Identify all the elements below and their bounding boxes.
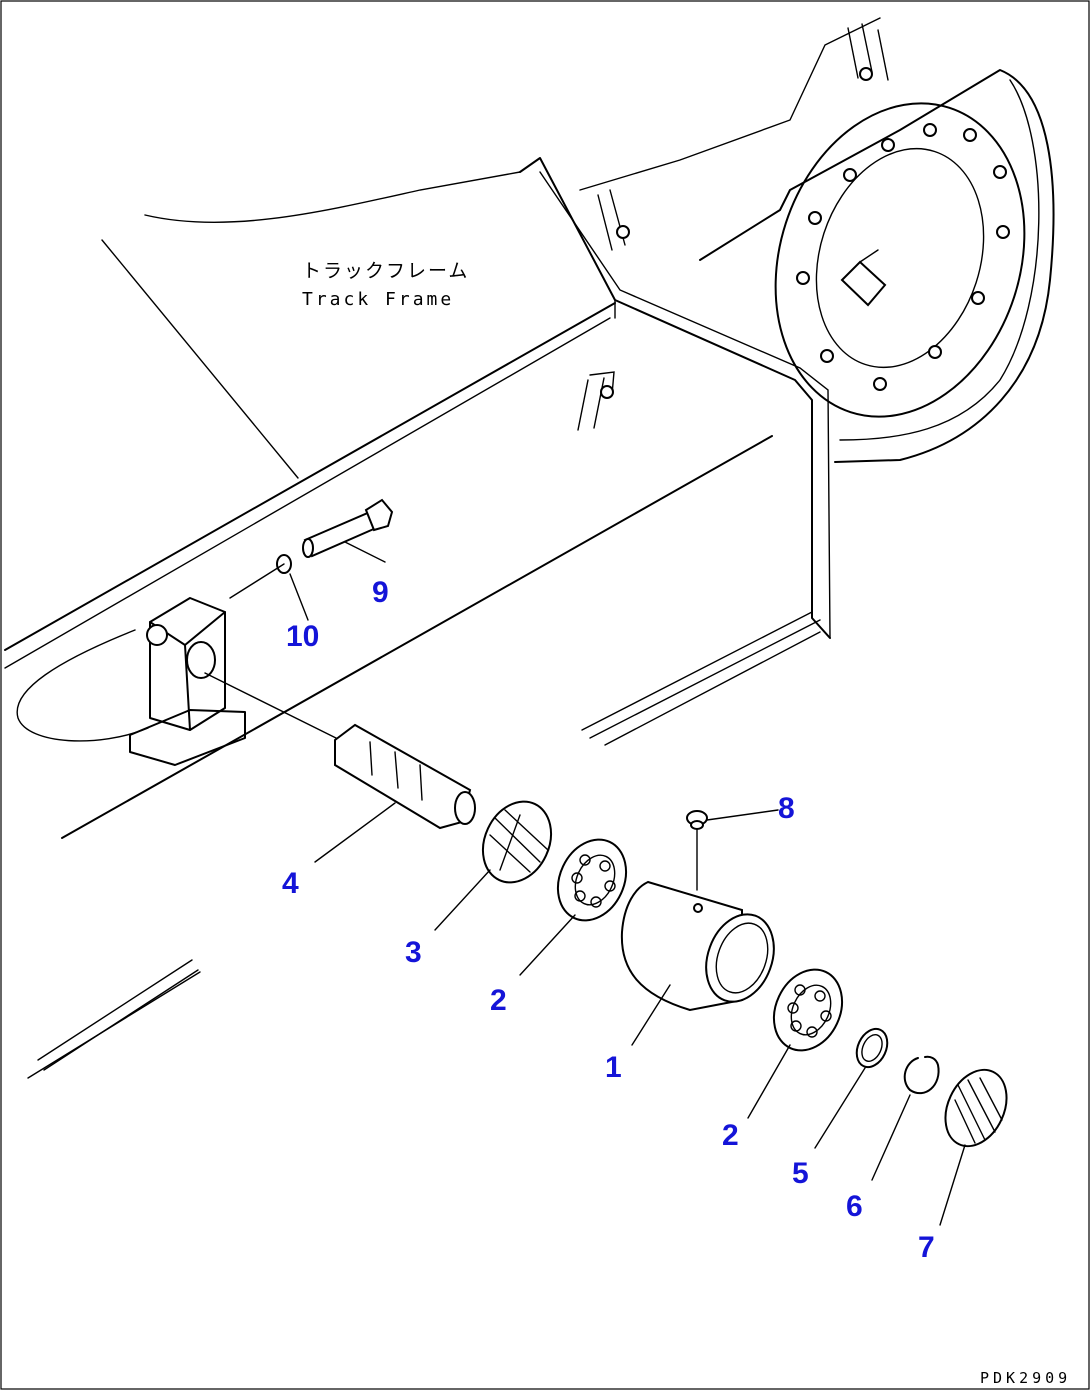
bracket-cable bbox=[16, 629, 149, 742]
frame-bracket-top bbox=[847, 23, 889, 81]
frame-end-plate-outline bbox=[519, 157, 831, 639]
drawing-code: PDK2909 bbox=[980, 1369, 1071, 1387]
callout-7: 7 bbox=[918, 1231, 935, 1264]
leader-3 bbox=[434, 869, 491, 931]
housing-rim-line bbox=[839, 79, 1040, 441]
grease-fitting bbox=[686, 810, 708, 891]
housing-flange bbox=[774, 102, 1026, 418]
frame-lower-right-a bbox=[581, 611, 813, 731]
frame-end-plate-inner bbox=[539, 171, 831, 639]
seal bbox=[481, 800, 553, 884]
callout-2b: 2 bbox=[722, 1119, 739, 1152]
grease-hole bbox=[693, 903, 703, 913]
housing-bolt-holes bbox=[796, 123, 1010, 391]
snap-ring bbox=[903, 1055, 940, 1095]
roller bbox=[620, 880, 775, 1012]
leader-8 bbox=[706, 809, 779, 821]
callout-6: 6 bbox=[846, 1190, 863, 1223]
housing-outer-ring bbox=[699, 69, 1055, 463]
frame-lower-right-c bbox=[604, 631, 821, 746]
leader-1 bbox=[631, 984, 671, 1046]
callout-4: 4 bbox=[282, 867, 299, 900]
callout-2a: 2 bbox=[490, 984, 507, 1017]
frame-rear-edge bbox=[579, 17, 881, 191]
leader-6 bbox=[871, 1094, 911, 1181]
callout-10: 10 bbox=[286, 620, 319, 653]
bolt bbox=[302, 498, 394, 558]
leader-lines bbox=[289, 541, 966, 1226]
leader-7 bbox=[939, 1144, 966, 1226]
bearing-right bbox=[772, 968, 844, 1052]
housing-center-plug bbox=[840, 260, 887, 307]
track-frame bbox=[4, 17, 889, 1079]
frame-label-en: Track Frame bbox=[302, 289, 454, 310]
retaining-ring bbox=[855, 1027, 889, 1069]
frame-bracket-side bbox=[577, 371, 615, 431]
callout-8: 8 bbox=[778, 792, 795, 825]
pin bbox=[204, 672, 476, 830]
pin-bracket bbox=[16, 597, 246, 766]
bracket-bolt-head bbox=[146, 624, 168, 646]
bearing-left bbox=[556, 838, 628, 922]
frame-lower-left-a bbox=[37, 959, 193, 1061]
frame-side-line bbox=[61, 435, 773, 839]
frame-upper-chord-inner bbox=[4, 317, 611, 669]
frame-lower-left-c bbox=[27, 971, 201, 1079]
callout-1: 1 bbox=[605, 1051, 622, 1084]
leader-5 bbox=[814, 1067, 866, 1149]
frame-top-edge bbox=[144, 171, 521, 223]
drive-housing bbox=[699, 69, 1055, 463]
frame-label-jp: トラックフレーム bbox=[302, 260, 469, 282]
callout-9: 9 bbox=[372, 576, 389, 609]
cover bbox=[944, 1068, 1008, 1148]
leader-10 bbox=[289, 573, 309, 621]
frame-bracket-mid bbox=[597, 189, 630, 251]
frame-lower-right-b bbox=[589, 619, 821, 739]
leader-2b bbox=[747, 1044, 791, 1119]
leader-9 bbox=[344, 541, 386, 563]
frame-upper-chord bbox=[4, 302, 616, 651]
frame-diagonal-edge bbox=[101, 239, 299, 479]
callout-5: 5 bbox=[792, 1157, 809, 1190]
housing-bore bbox=[815, 147, 985, 369]
leader-2a bbox=[519, 914, 576, 976]
callouts: 9 10 8 4 3 2 1 2 5 6 7 bbox=[282, 576, 935, 1264]
leader-4 bbox=[314, 802, 396, 863]
callout-3: 3 bbox=[405, 936, 422, 969]
